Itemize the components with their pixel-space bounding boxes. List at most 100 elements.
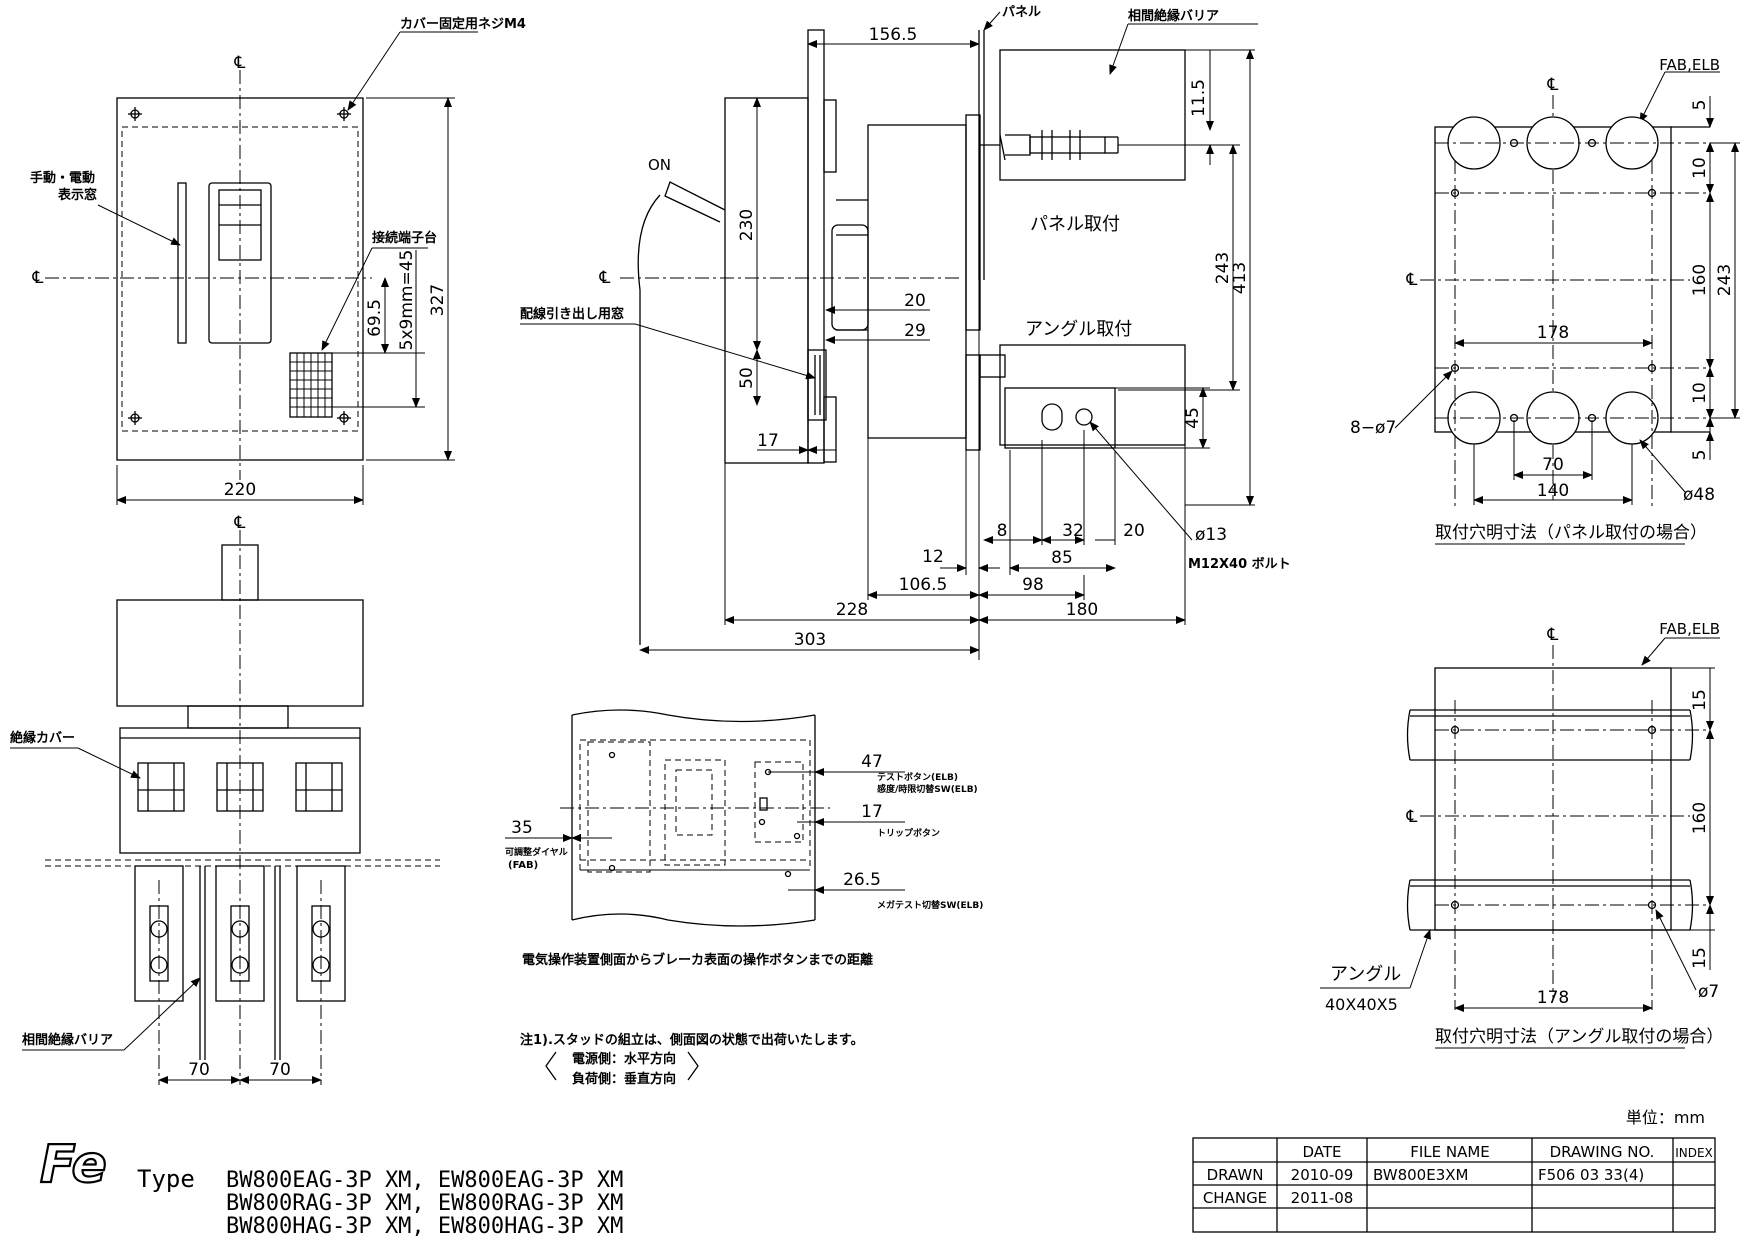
label-fab-elb-angle: FAB,ELB bbox=[1659, 620, 1720, 638]
dim-17-trip: 17 bbox=[861, 802, 883, 822]
dim-230: 230 bbox=[737, 209, 757, 241]
centerline-mark-angle-h: ℄ bbox=[1406, 807, 1418, 827]
dim-50: 50 bbox=[737, 367, 757, 389]
type-line-3: BW800HAG-3P XM, EW800HAG-3P XM bbox=[226, 1214, 623, 1239]
label-panel: パネル bbox=[1002, 5, 1041, 20]
note-power-side: 電源側：水平方向 bbox=[572, 1051, 676, 1067]
dim-243-side: 243 bbox=[1213, 252, 1233, 284]
note-1: 注1).スタッドの組立は、側面図の状態で出荷いたします。 bbox=[520, 1032, 864, 1048]
dim-10-top: 10 bbox=[1690, 157, 1710, 179]
label-phase-barrier-side: 相間絶縁バリア bbox=[1128, 8, 1219, 24]
label-indicator-2: 表示窓 bbox=[57, 187, 97, 203]
centerline-mark-angle: ℄ bbox=[1547, 625, 1559, 645]
label-insulation-cover: 絶縁カバー bbox=[9, 730, 75, 746]
title-block: DATE FILE NAME DRAWING NO. INDEX DRAWN 2… bbox=[1192, 1137, 1716, 1233]
bottom-view: ℄ 絶縁カバー 相間絶縁バリア bbox=[9, 513, 440, 1085]
dim-pitch: 5x9mm=45 bbox=[397, 250, 417, 351]
terminal-block bbox=[289, 352, 333, 418]
dim-15-top: 15 bbox=[1690, 689, 1710, 711]
row-drawn-drawing: F506 03 33(4) bbox=[1538, 1166, 1644, 1184]
label-8-holes: 8−ø7 bbox=[1350, 418, 1396, 438]
dim-303: 303 bbox=[794, 630, 826, 650]
dim-695: 69.5 bbox=[365, 299, 385, 337]
dim-32: 32 bbox=[1062, 521, 1084, 541]
caption-angle-holes: 取付穴明寸法（アングル取付の場合） bbox=[1435, 1027, 1723, 1047]
dim-180: 180 bbox=[1066, 600, 1098, 620]
dim-178-angle: 178 bbox=[1537, 988, 1569, 1008]
centerline-mark-bottom: ℄ bbox=[234, 513, 246, 533]
label-angle-size: 40X40X5 bbox=[1325, 995, 1398, 1014]
type-line-1: BW800EAG-3P XM, EW800EAG-3P XM bbox=[226, 1168, 623, 1193]
side-view: パネル 相間絶縁バリア bbox=[520, 5, 1291, 660]
head-file-name: FILE NAME bbox=[1410, 1143, 1490, 1161]
caption-panel-holes: 取付穴明寸法（パネル取付の場合） bbox=[1435, 523, 1707, 543]
row-drawn-label: DRAWN bbox=[1207, 1166, 1264, 1184]
label-indicator-1: 手動・電動 bbox=[30, 170, 95, 186]
unit-label: 単位：mm bbox=[1626, 1108, 1705, 1127]
label-bolt: M12X40 ボルト bbox=[1188, 556, 1291, 572]
dim-29: 29 bbox=[904, 321, 926, 341]
dim-413: 413 bbox=[1230, 262, 1250, 294]
notes: 注1).スタッドの組立は、側面図の状態で出荷いたします。 電源側：水平方向 負荷… bbox=[520, 1032, 864, 1087]
insulation-cover-slots bbox=[137, 762, 343, 812]
dim-12: 12 bbox=[922, 547, 944, 567]
dim-85: 85 bbox=[1051, 548, 1073, 568]
label-mega-test: メガテスト切替SW(ELB) bbox=[877, 899, 983, 911]
head-drawing-no: DRAWING NO. bbox=[1550, 1143, 1655, 1161]
barrier-angle bbox=[999, 344, 1186, 446]
dim-5-top: 5 bbox=[1690, 100, 1710, 111]
label-wiring-window: 配線引き出し用窓 bbox=[520, 306, 624, 322]
label-fab-elb-panel: FAB,ELB bbox=[1659, 56, 1720, 74]
dim-243-panel: 243 bbox=[1715, 264, 1735, 296]
dim-10-bottom: 10 bbox=[1690, 382, 1710, 404]
label-angle-mount: アングル取付 bbox=[1025, 319, 1132, 340]
label-test-button: テストボタン(ELB) bbox=[877, 771, 958, 783]
angle-holes-view: ℄ ℄ FAB,ELB 15 160 15 178 アングル 40X40X5 ø… bbox=[1320, 620, 1723, 1049]
label-dia-7: ø7 bbox=[1698, 982, 1719, 1002]
label-bolt-hole: ø13 bbox=[1195, 525, 1227, 545]
row-change-label: CHANGE bbox=[1203, 1189, 1267, 1207]
label-cover-screw: カバー固定用ネジM4 bbox=[400, 16, 526, 32]
dim-160-panel: 160 bbox=[1690, 264, 1710, 296]
indicator-slot bbox=[177, 182, 187, 344]
dim-115: 11.5 bbox=[1189, 79, 1209, 117]
dim-70-left: 70 bbox=[188, 1060, 210, 1080]
row-drawn-date: 2010-09 bbox=[1291, 1166, 1354, 1184]
dim-20: 20 bbox=[904, 291, 926, 311]
centerline-mark-front-v: ℄ bbox=[234, 53, 246, 73]
row-drawn-file: BW800E3XM bbox=[1373, 1166, 1468, 1184]
dim-70-panel: 70 bbox=[1542, 455, 1564, 475]
dim-5-bottom: 5 bbox=[1690, 450, 1710, 461]
type-line-2: BW800RAG-3P XM, EW800RAG-3P XM bbox=[226, 1191, 623, 1216]
dim-47: 47 bbox=[861, 752, 883, 772]
operator-side bbox=[724, 97, 809, 464]
label-dial-1: 可調整ダイヤル bbox=[505, 846, 568, 858]
dim-178-panel: 178 bbox=[1537, 323, 1569, 343]
front-view: ℄ ℄ カ bbox=[30, 16, 526, 505]
dim-228: 228 bbox=[836, 600, 868, 620]
label-on: ON bbox=[648, 156, 671, 174]
dim-265: 26.5 bbox=[843, 870, 881, 890]
row-change-date: 2011-08 bbox=[1291, 1189, 1354, 1207]
dim-98: 98 bbox=[1022, 575, 1044, 595]
dim-220: 220 bbox=[224, 480, 256, 500]
dim-140-panel: 140 bbox=[1537, 481, 1569, 501]
dim-1065: 106.5 bbox=[899, 575, 948, 595]
dim-45: 45 bbox=[1183, 407, 1203, 429]
label-dia-48: ø48 bbox=[1683, 485, 1715, 505]
dim-8: 8 bbox=[997, 521, 1008, 541]
logo-and-type: Fe Type BW800EAG-3P XM, EW800EAG-3P XM B… bbox=[39, 1134, 623, 1239]
dim-160-angle: 160 bbox=[1690, 802, 1710, 834]
panel-holes-view: FAB,ELB ℄ ℄ 5 10 160 10 bbox=[1350, 56, 1740, 545]
operation-detail: 47 テストボタン(ELB) 感度/時限切替SW(ELB) 17 トリップボタン… bbox=[505, 709, 983, 968]
centerline-mark-side: ℄ bbox=[599, 268, 611, 288]
breaker-side bbox=[867, 124, 967, 439]
dim-17-side: 17 bbox=[757, 431, 779, 451]
cover-screws bbox=[128, 107, 351, 425]
label-sensitivity-sw: 感度/時限切替SW(ELB) bbox=[877, 783, 978, 795]
dim-35: 35 bbox=[511, 818, 533, 838]
label-panel-mount: パネル取付 bbox=[1030, 214, 1120, 235]
caption-operation-distance: 電気操作装置側面からブレーカ表面の操作ボタンまでの距離 bbox=[522, 952, 873, 968]
label-dial-2: (FAB) bbox=[508, 860, 538, 871]
